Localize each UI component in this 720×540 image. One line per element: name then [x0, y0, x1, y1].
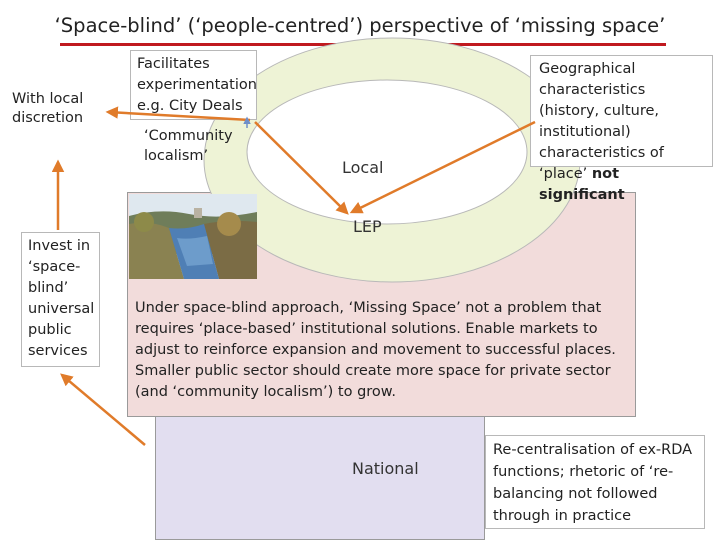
space-blind-services-box: Invest in ‘space-blind’ universal public…: [21, 232, 100, 367]
inner-ellipse: [246, 79, 528, 225]
missing-space-text: Under space-blind approach, ‘Missing Spa…: [135, 300, 616, 400]
not-significant-text: not significant: [539, 166, 625, 203]
page-title: ‘Space-blind’ (‘people-centred’) perspec…: [54, 14, 666, 37]
facilitates-text: Facilitates experimentation e.g. City De…: [137, 56, 257, 114]
community-localism-text: ‘Community localism’: [144, 128, 233, 164]
local-discretion-box: With local discretion: [6, 90, 106, 136]
recentralisation-text: Re-centralisation of ex-RDA functions; r…: [493, 442, 693, 524]
community-localism-box: ‘Community localism’: [138, 123, 252, 167]
national-label: National: [352, 459, 419, 478]
lep-label: LEP: [353, 217, 382, 236]
geographical-text: Geographical characteristics (history, c…: [539, 61, 664, 182]
facilitates-box: Facilitates experimentation e.g. City De…: [130, 50, 257, 120]
local-label: Local: [342, 158, 384, 177]
space-blind-services-text: Invest in ‘space-blind’ universal public…: [28, 238, 95, 359]
geographical-box: Geographical characteristics (history, c…: [530, 55, 713, 203]
river-photo: [129, 194, 257, 279]
local-discretion-text: With local discretion: [12, 91, 84, 126]
recentralisation-box: Re-centralisation of ex-RDA functions; r…: [485, 435, 705, 529]
